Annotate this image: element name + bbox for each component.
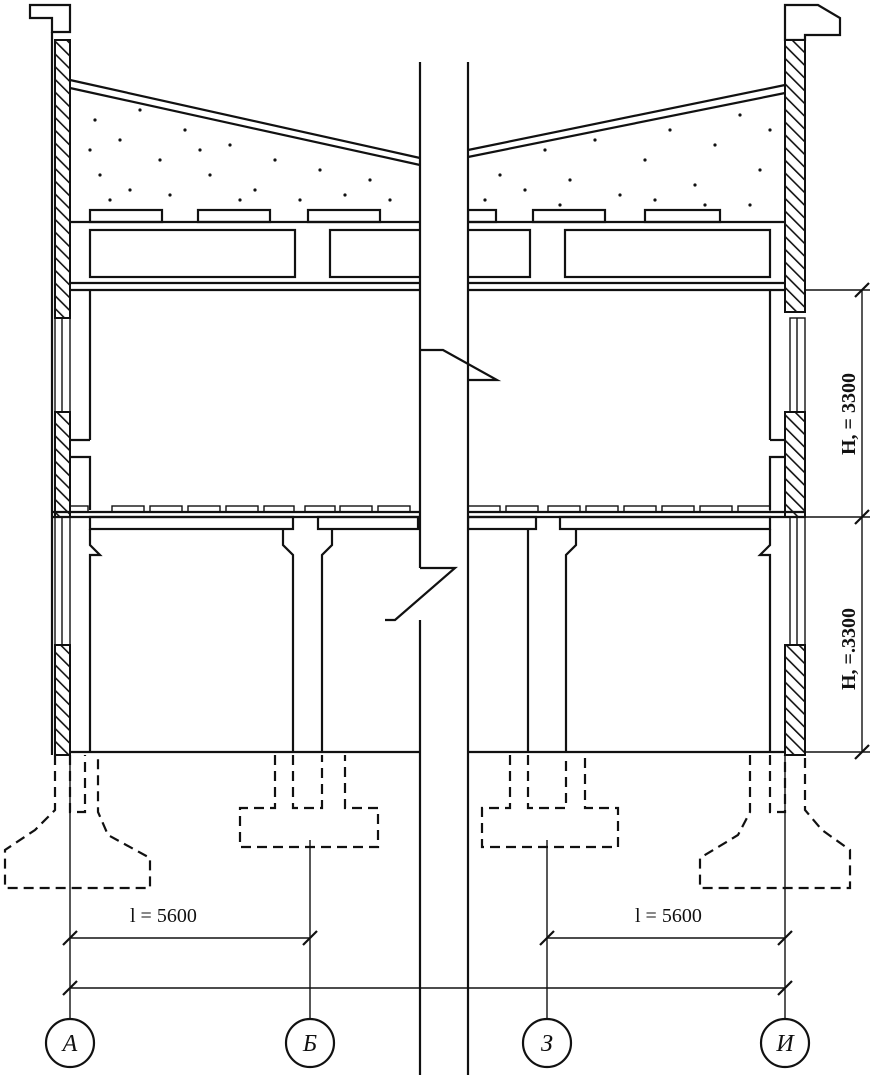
foundations — [3, 755, 852, 890]
axis-label-i: И — [775, 1031, 795, 1057]
span-label-right: l = 5600 — [635, 905, 702, 927]
axis-marker-i: И — [759, 1017, 811, 1069]
height-label-upper: H, = 3300 — [838, 373, 860, 455]
axis-label-a: А — [61, 1031, 78, 1057]
left-wall — [28, 3, 72, 756]
axis-label-b: Б — [302, 1031, 317, 1057]
axis-label-z: З — [541, 1031, 553, 1057]
insulation-stipple — [88, 108, 772, 207]
height-label-lower: H, =.3300 — [838, 608, 860, 690]
axis-marker-z: З — [521, 1017, 573, 1069]
axis-marker-b: Б — [284, 1017, 336, 1069]
span-dimensions — [62, 930, 793, 996]
break-gap — [385, 60, 502, 1075]
height-dimensions — [805, 282, 870, 760]
axis-marker-a: А — [44, 1017, 96, 1069]
axis-lines — [69, 755, 786, 1018]
upper-storey — [70, 290, 785, 510]
roof-insulation — [69, 78, 786, 207]
right-wall — [783, 3, 842, 756]
roof-slabs — [88, 208, 722, 224]
span-label-left: l = 5600 — [130, 905, 197, 927]
